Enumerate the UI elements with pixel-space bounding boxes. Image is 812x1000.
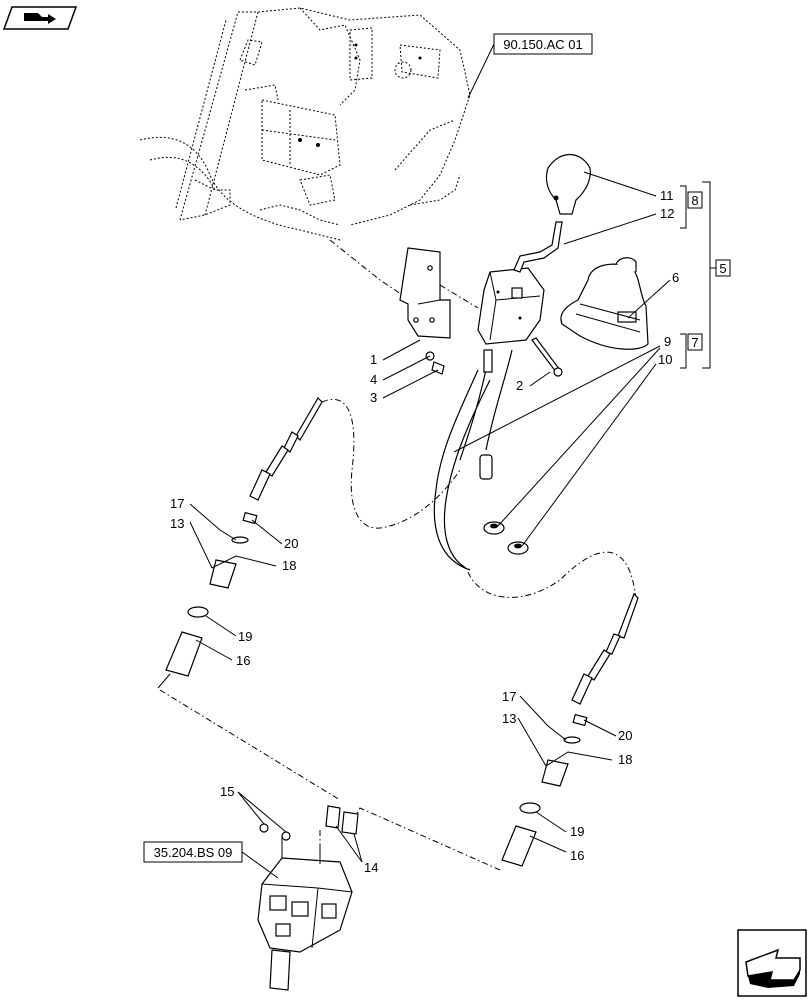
cable-route-right bbox=[467, 551, 637, 601]
cab-to-bracket-line bbox=[329, 239, 411, 301]
bracket-group: 8 7 5 bbox=[680, 181, 731, 369]
bolt bbox=[531, 337, 563, 377]
callout-20-right: 20 bbox=[618, 728, 632, 743]
callout-11: 11 bbox=[660, 188, 674, 203]
callout-16-right: 16 bbox=[570, 848, 584, 863]
callout-17-right: 17 bbox=[502, 689, 516, 704]
callout-3: 3 bbox=[370, 390, 377, 405]
reference-leader-bottom bbox=[241, 851, 279, 879]
cable-c bbox=[433, 369, 479, 571]
cable-end-right bbox=[501, 592, 639, 867]
routing-line-right bbox=[347, 807, 501, 871]
reference-text-top: 90.150.AC 01 bbox=[503, 37, 583, 52]
cable-a bbox=[459, 359, 489, 461]
callout-4: 4 bbox=[370, 372, 377, 387]
mounting-bracket bbox=[399, 247, 451, 339]
reference-box-bottom[interactable]: 35.204.BS 09 bbox=[143, 841, 243, 863]
callout-16-left: 16 bbox=[236, 653, 250, 668]
valve-fittings bbox=[259, 805, 359, 841]
callout-15: 15 bbox=[220, 784, 234, 799]
cable-end-left bbox=[157, 397, 323, 689]
bracket-label-5: 5 bbox=[719, 261, 726, 276]
cable-connector-b bbox=[479, 454, 493, 480]
callout-12: 12 bbox=[660, 206, 674, 221]
bracket-label-8: 8 bbox=[691, 193, 698, 208]
callout-19-left: 19 bbox=[238, 629, 252, 644]
control-valve bbox=[257, 836, 353, 991]
callout-20-left: 20 bbox=[284, 536, 298, 551]
lever-housing bbox=[477, 267, 545, 345]
bracket-to-lever-line bbox=[439, 284, 479, 309]
callout-19-right: 19 bbox=[570, 824, 584, 839]
rubber-boot bbox=[560, 257, 649, 350]
callout-9: 9 bbox=[664, 334, 671, 349]
cable-b bbox=[485, 349, 513, 451]
reference-leader-top bbox=[467, 43, 495, 99]
callout-18-left: 18 bbox=[282, 558, 296, 573]
callout-18-right: 18 bbox=[618, 752, 632, 767]
routing-line-left bbox=[159, 689, 341, 801]
cable-connector-a bbox=[483, 349, 493, 373]
cable-route-left bbox=[321, 398, 461, 529]
shift-lever bbox=[513, 221, 563, 273]
cab-structure bbox=[139, 7, 471, 241]
callout-6: 6 bbox=[672, 270, 679, 285]
reference-box-top[interactable]: 90.150.AC 01 bbox=[493, 33, 593, 55]
callout-10: 10 bbox=[658, 352, 672, 367]
cable-d bbox=[443, 379, 491, 569]
callout-14: 14 bbox=[364, 860, 378, 875]
callout-labels: 1 4 3 2 6 9 10 11 12 17 13 20 18 19 16 1… bbox=[170, 188, 679, 875]
washer-nut bbox=[425, 351, 445, 375]
callout-13-right: 13 bbox=[502, 711, 516, 726]
reference-text-bottom: 35.204.BS 09 bbox=[154, 845, 233, 860]
lever-knob bbox=[545, 153, 591, 215]
leader-lines bbox=[189, 171, 671, 863]
callout-17-left: 17 bbox=[170, 496, 184, 511]
callout-2: 2 bbox=[516, 378, 523, 393]
next-arrow-icon[interactable] bbox=[737, 929, 807, 997]
callout-1: 1 bbox=[370, 352, 377, 367]
callout-13-left: 13 bbox=[170, 516, 184, 531]
book-arrow-icon[interactable] bbox=[2, 6, 78, 30]
bracket-label-7: 7 bbox=[691, 335, 698, 350]
